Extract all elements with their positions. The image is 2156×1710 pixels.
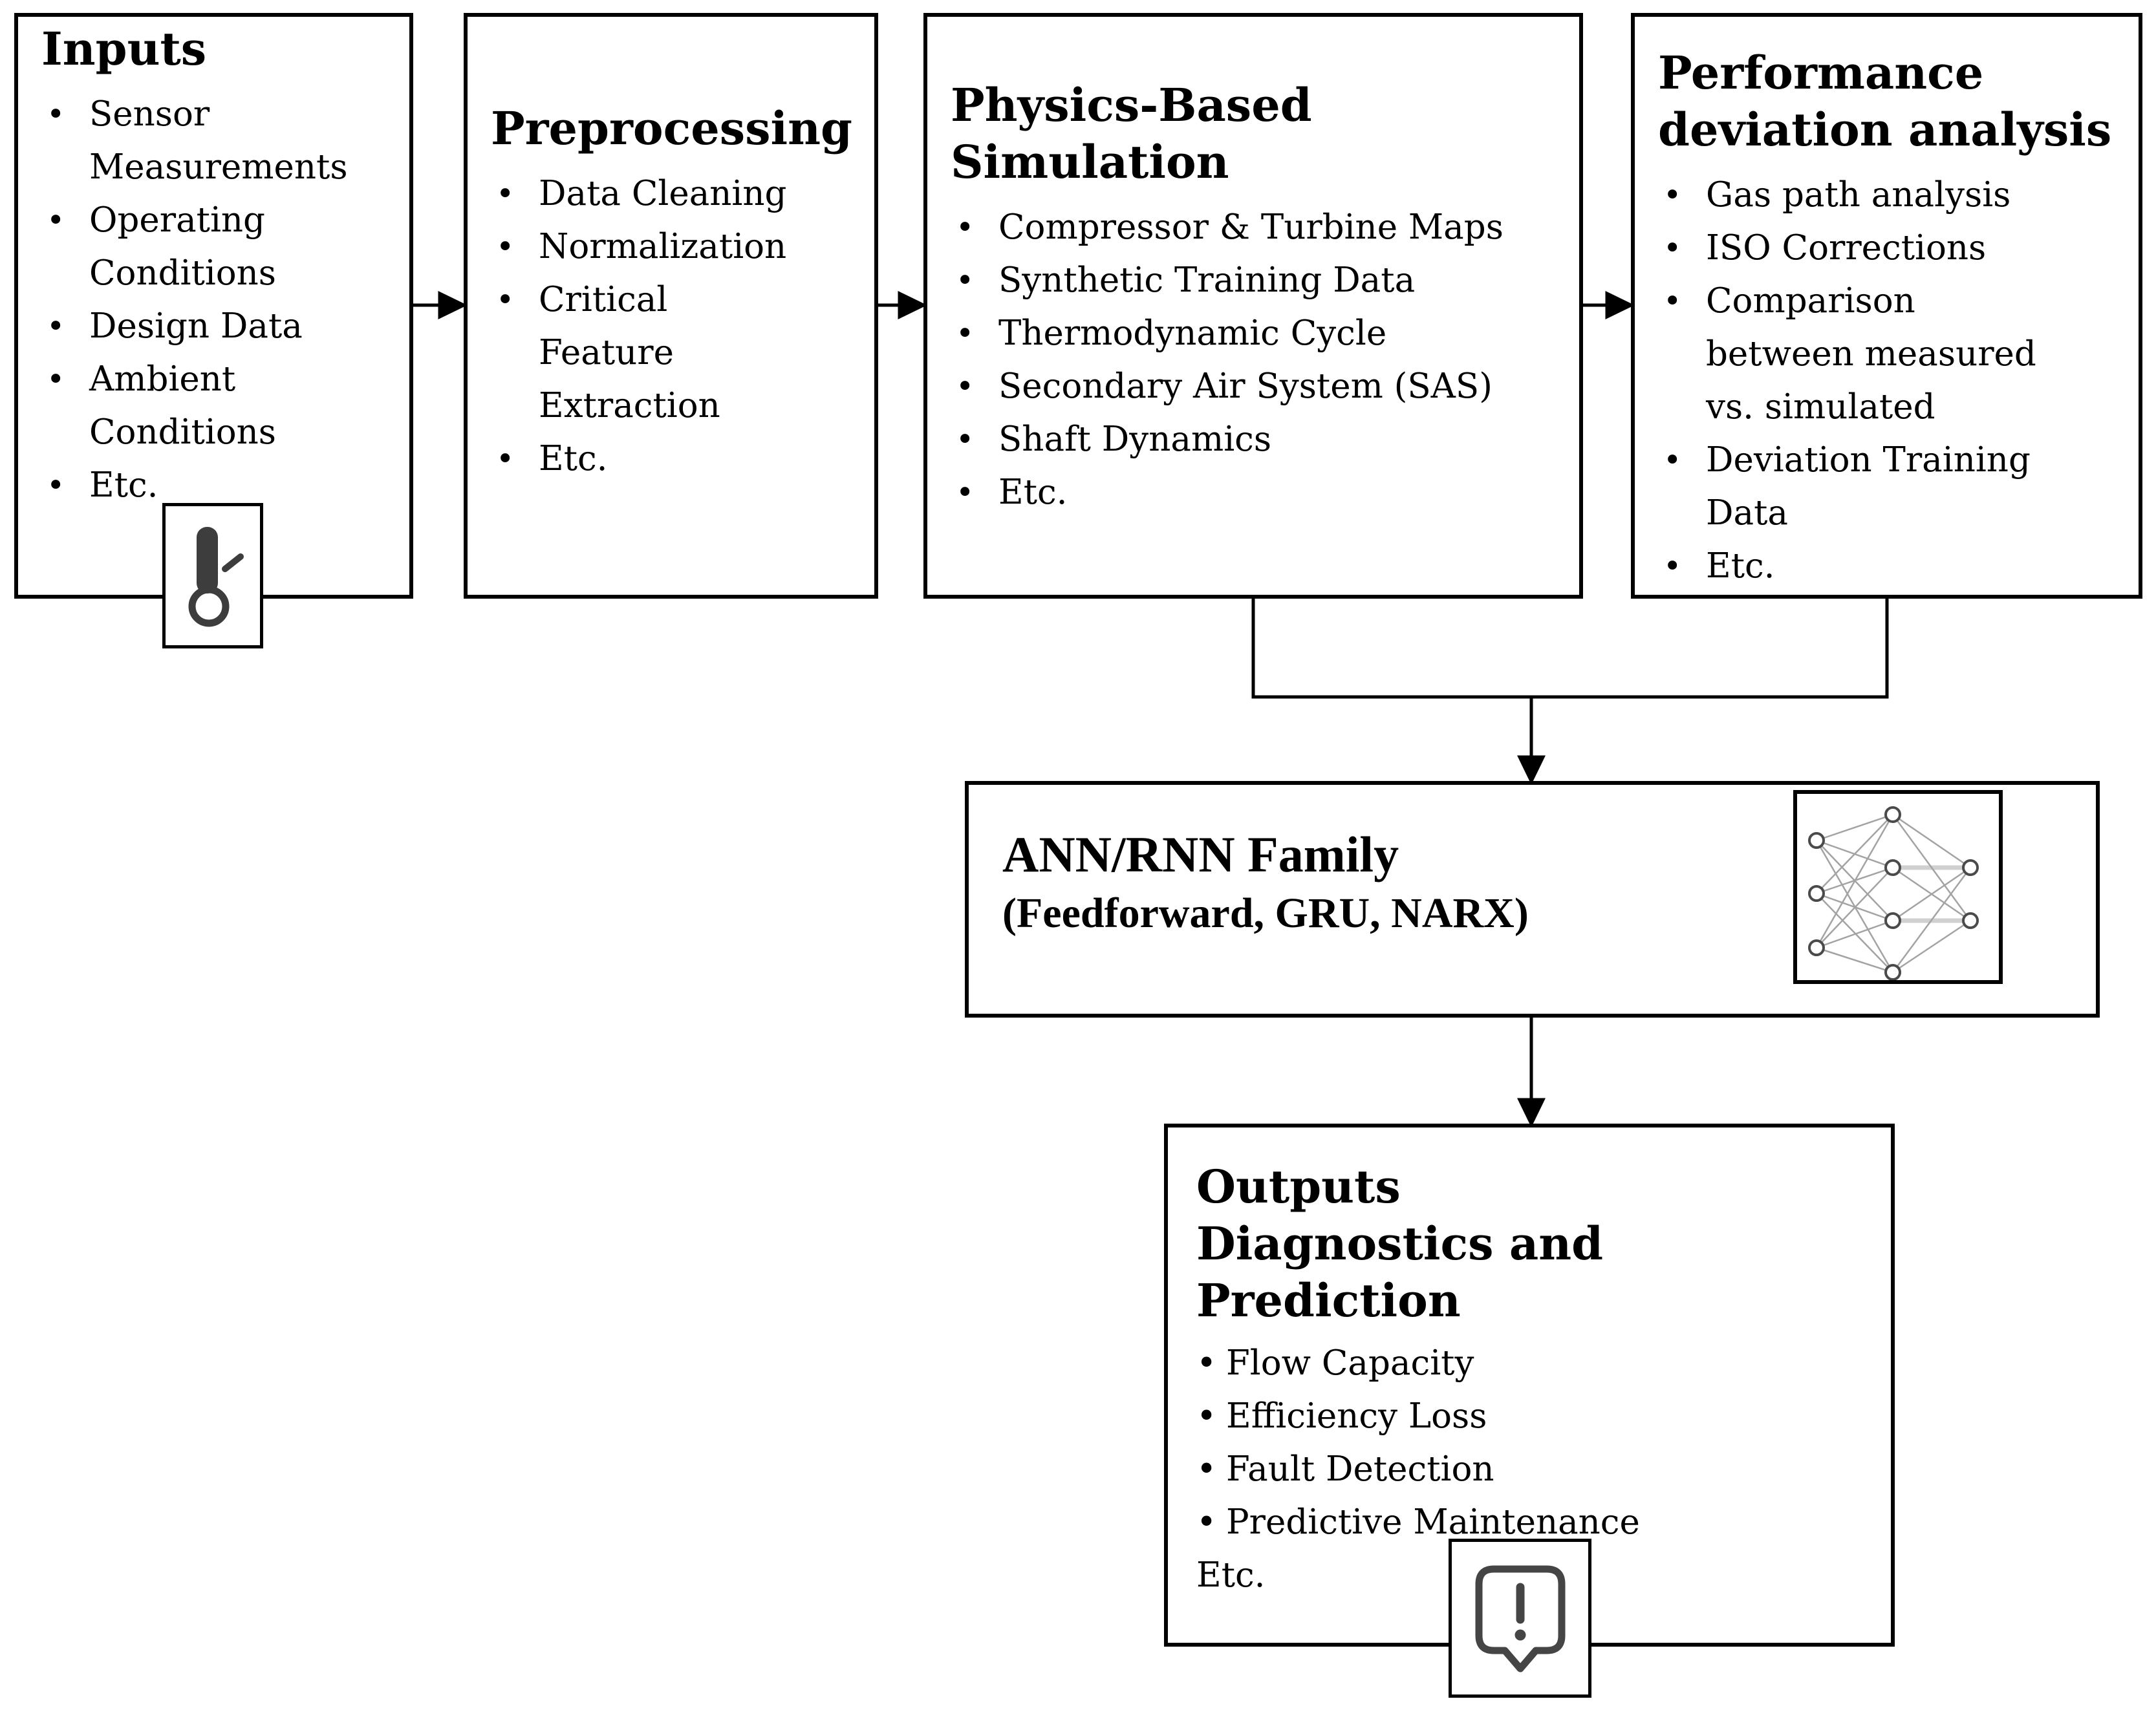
bullet-marker: • xyxy=(956,369,975,405)
bullet-marker: • xyxy=(496,282,515,318)
list-item-text: Synthetic Training Data xyxy=(998,261,1416,300)
list-item-text: Critical Feature Extraction xyxy=(539,280,720,425)
bullet-marker: • xyxy=(956,262,975,299)
list-item: • Etc. xyxy=(1650,540,2132,593)
bullet-marker: • xyxy=(1196,1449,1217,1489)
list-item-text: Gas path analysis xyxy=(1706,175,2011,215)
list-item: •Predictive Maintenance xyxy=(1196,1496,1878,1549)
bullet-marker: • xyxy=(956,475,975,511)
list-item-text: Design Data xyxy=(89,306,303,346)
list-item: • Operating Conditions xyxy=(34,194,402,300)
performance-deviation-box: Performance deviation analysis • Gas path… xyxy=(1631,13,2142,599)
physics-simulation-box: Physics-Based Simulation • Compressor & T… xyxy=(923,13,1583,599)
list-item-text: Etc. xyxy=(1706,546,1775,586)
bullet-marker: • xyxy=(1663,548,1682,584)
list-item-text: ISO Corrections xyxy=(1706,228,1987,268)
outputs-list: •Flow Capacity•Efficiency Loss•Fault Det… xyxy=(1196,1337,1878,1549)
inputs-list: • Sensor Measurements • Operating Condition… xyxy=(34,88,402,512)
bullet-marker: • xyxy=(956,209,975,246)
list-item-text: Thermodynamic Cycle xyxy=(998,314,1387,353)
list-item: • Synthetic Training Data xyxy=(943,254,1573,307)
bullet-marker: • xyxy=(47,361,65,398)
bullet-marker: • xyxy=(1196,1343,1217,1383)
bullet-marker: • xyxy=(47,467,65,504)
list-item-text: Secondary Air System (SAS) xyxy=(998,367,1493,406)
list-item: • Sensor Measurements xyxy=(34,88,402,194)
list-item: • Data Cleaning xyxy=(483,167,868,220)
list-item: • Normalization xyxy=(483,220,868,273)
preprocessing-box: Preprocessing • Data Cleaning • Normalizati… xyxy=(464,13,878,599)
list-item: • Etc. xyxy=(483,433,868,486)
bullet-marker: • xyxy=(1663,442,1682,478)
performance-deviation-title: Performance deviation analysis xyxy=(1658,46,2112,156)
list-item: • Deviation Training Data xyxy=(1650,434,2132,540)
bullet-marker: • xyxy=(956,315,975,352)
bullet-marker: • xyxy=(496,176,515,212)
list-item-text: Etc. xyxy=(539,439,608,478)
list-item: • Design Data xyxy=(34,300,402,353)
outputs-box: Outputs Diagnostics and Prediction •Flow… xyxy=(1164,1124,1895,1647)
list-item-text: Shaft Dynamics xyxy=(998,420,1272,459)
bullet-marker: • xyxy=(47,202,65,239)
physics-simulation-title: Physics-Based Simulation xyxy=(951,78,1312,189)
list-item: • Compressor & Turbine Maps xyxy=(943,201,1573,254)
preprocessing-list: • Data Cleaning • Normalization • Critical Fe… xyxy=(483,167,868,486)
bullet-marker: • xyxy=(496,229,515,265)
bullet-marker: • xyxy=(956,422,975,458)
list-item-text: Normalization xyxy=(539,227,787,266)
bullet-marker: • xyxy=(1663,177,1682,213)
list-item: •Efficiency Loss xyxy=(1196,1390,1878,1443)
list-item: • ISO Corrections xyxy=(1650,222,2132,275)
inputs-title: Inputs xyxy=(41,22,207,76)
list-item-text: Ambient Conditions xyxy=(89,359,276,452)
alert-bubble-icon xyxy=(1449,1539,1591,1698)
ann-rnn-subtitle: (Feedforward, GRU, NARX) xyxy=(1002,890,1529,937)
list-item-text: Sensor Measurements xyxy=(89,94,348,187)
outputs-title: Outputs xyxy=(1196,1160,1401,1213)
bullet-marker: • xyxy=(47,96,65,133)
list-item: • Gas path analysis xyxy=(1650,169,2132,222)
outputs-subtitle: Diagnostics and Prediction xyxy=(1196,1217,1604,1327)
preprocessing-title: Preprocessing xyxy=(491,102,852,155)
list-item-text: Data Cleaning xyxy=(539,174,787,213)
list-item-text: Deviation Training Data xyxy=(1706,440,2031,533)
list-item-text: Etc. xyxy=(998,473,1068,512)
bullet-marker: • xyxy=(1196,1502,1217,1542)
list-item: •Flow Capacity xyxy=(1196,1337,1878,1390)
list-item-text: Fault Detection xyxy=(1226,1449,1494,1489)
list-item-text: Compressor & Turbine Maps xyxy=(998,208,1504,247)
ann-rnn-title: ANN/RNN Family xyxy=(1002,826,1399,882)
physics-simulation-list: • Compressor & Turbine Maps • Synthetic Tra… xyxy=(943,201,1573,519)
list-item-text: Flow Capacity xyxy=(1226,1343,1474,1383)
thermometer-icon xyxy=(162,503,263,648)
bullet-marker: • xyxy=(496,441,515,477)
list-item-text: Etc. xyxy=(89,465,158,505)
list-item-text: Predictive Maintenance xyxy=(1226,1502,1640,1542)
bullet-marker: • xyxy=(1663,230,1682,266)
list-item: •Fault Detection xyxy=(1196,1443,1878,1496)
merge-connector xyxy=(1251,599,1889,699)
inputs-box: Inputs • Sensor Measurements • Operating Co… xyxy=(14,13,413,599)
bullet-marker: • xyxy=(1196,1396,1217,1436)
list-item: • Etc. xyxy=(943,466,1573,519)
bullet-marker: • xyxy=(1663,283,1682,319)
outputs-etc-label: Etc. xyxy=(1196,1555,1266,1595)
list-item: • Thermodynamic Cycle xyxy=(943,307,1573,360)
list-item-text: Efficiency Loss xyxy=(1226,1396,1487,1436)
list-item: • Secondary Air System (SAS) xyxy=(943,360,1573,413)
list-item: • Etc. xyxy=(34,459,402,512)
bullet-marker: • xyxy=(47,308,65,345)
list-item-text: Operating Conditions xyxy=(89,200,276,293)
list-item: • Critical Feature Extraction xyxy=(483,273,868,433)
list-item: • Ambient Conditions xyxy=(34,353,402,459)
performance-deviation-list: • Gas path analysis • ISO Corrections • Compa… xyxy=(1650,169,2132,593)
list-item-text: Comparison between measured vs. simulate… xyxy=(1706,281,2036,427)
list-item: • Shaft Dynamics xyxy=(943,413,1573,466)
list-item: • Comparison between measured vs. simulat… xyxy=(1650,275,2132,434)
neural-network-icon xyxy=(1793,790,2003,984)
